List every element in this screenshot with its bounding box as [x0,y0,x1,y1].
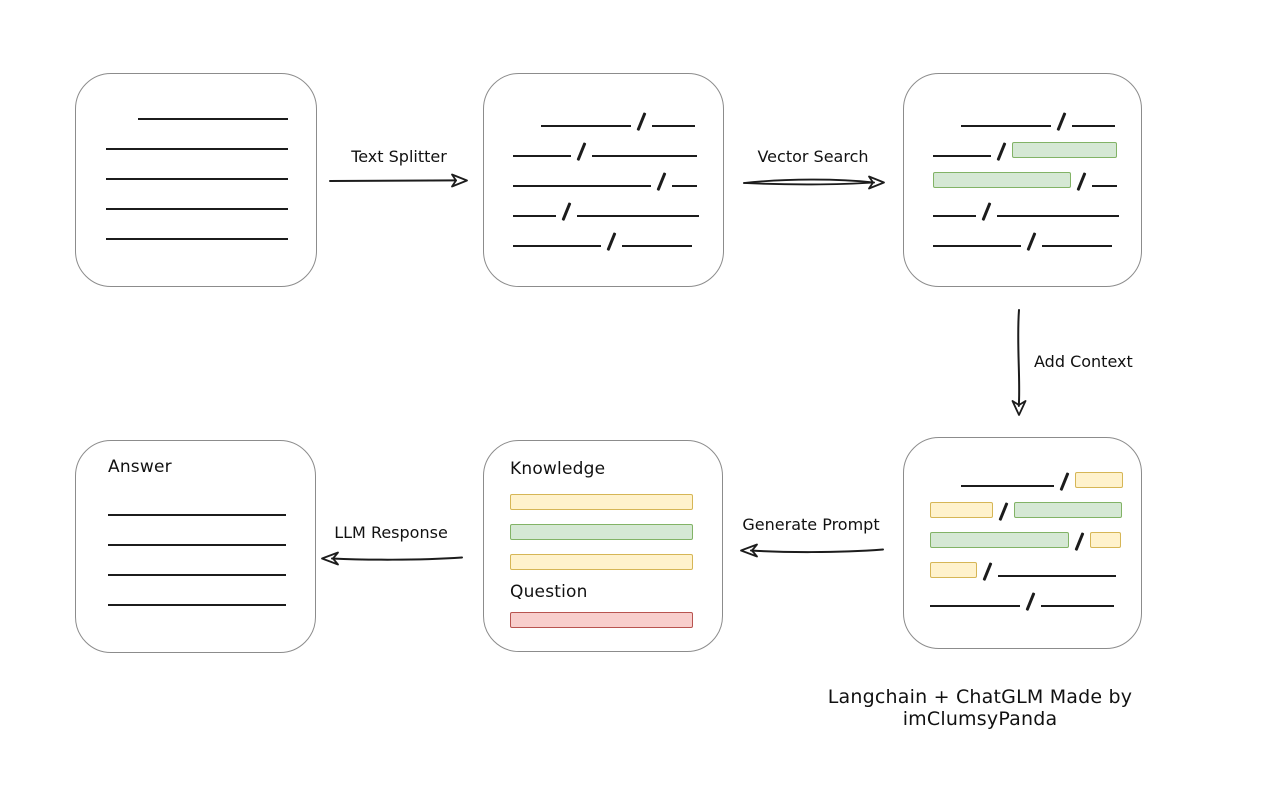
text-line [108,514,286,516]
chunk-row [933,218,1141,251]
text-line [106,148,288,150]
answer-box: Answer [75,440,316,653]
generate-prompt-label: Generate Prompt [742,515,880,534]
text-line [1041,245,1112,247]
chunk-row [108,577,315,607]
generate-prompt-arrow-icon [740,543,884,558]
text-line [108,574,286,576]
text-splitter-label: Text Splitter [351,147,447,166]
text-line [651,125,695,127]
text-line [591,155,697,157]
yellow-chunk [930,502,993,518]
split-chunks-box [483,73,724,287]
chunk-row [933,158,1141,191]
question-label: Question [510,582,588,602]
text-line [961,125,1051,127]
slash-separator [1026,232,1036,251]
text-line [108,604,286,606]
text-line [933,155,991,157]
text-line [513,215,556,217]
chunk-row [933,128,1141,161]
split-chunks-rows [484,74,723,251]
text-line [621,245,692,247]
green-chunk [933,172,1071,188]
text-line [106,178,288,180]
chunk-row [930,488,1141,521]
chunk-row [513,128,723,161]
yellow-chunk [930,562,977,578]
vector-search-label: Vector Search [757,147,869,166]
chunk-row [930,578,1141,611]
vector-search-arrow-icon [743,175,885,190]
chunk-row [933,98,1141,131]
chunk-row [108,487,315,517]
slash-separator [1025,592,1035,611]
text-line [996,215,1119,217]
llm-response-label: LLM Response [334,523,448,542]
text-line [513,245,601,247]
source-document-lines [76,74,316,241]
vector-matches-box [903,73,1142,287]
slash-separator [606,232,616,251]
context-chunks-rows [904,438,1141,611]
answer-label: Answer [108,457,172,477]
chunk-row [106,181,316,211]
chunk-row [930,518,1141,551]
text-line [513,155,571,157]
knowledge-label: Knowledge [510,459,606,479]
vector-matches-rows [904,74,1141,251]
text-line [671,185,697,187]
chunk-row [106,121,316,151]
text-line [930,605,1020,607]
question-bar-wrap [510,612,722,628]
context-chunks-box [903,437,1142,649]
green-chunk [1011,142,1117,158]
chunk-row [933,188,1141,221]
chunk-row [106,151,316,181]
diagram-caption: Langchain + ChatGLM Made by imClumsyPand… [827,686,1133,730]
chunk-row [106,91,316,121]
text-line [933,245,1021,247]
llm-response-arrow-icon [321,551,463,566]
text-line [108,544,286,546]
prompt-box: Knowledge Question [483,440,723,652]
text-line [513,185,651,187]
add-context-arrow-icon [1011,309,1027,416]
text-line [961,485,1054,487]
text-splitter-arrow-icon [329,173,468,188]
add-context-label: Add Context [1034,352,1133,371]
text-line [1040,605,1114,607]
green-chunk [1013,502,1122,518]
chunk-row [513,158,723,191]
answer-lines [108,487,315,607]
knowledge-bars [510,494,722,570]
chunk-row [930,458,1141,491]
chunk-row [513,98,723,131]
chunk-row [513,218,723,251]
source-document-box [75,73,317,287]
text-line [576,215,699,217]
text-line [933,215,976,217]
text-line [138,118,288,120]
text-line [106,238,288,240]
text-line [541,125,631,127]
green-bar [510,524,693,540]
green-chunk [930,532,1069,548]
yellow-bar [510,554,693,570]
red-bar [510,612,693,628]
chunk-row [930,548,1141,581]
chunk-row [513,188,723,221]
yellow-chunk [1074,472,1123,488]
text-line [1071,125,1115,127]
chunk-row [108,547,315,577]
text-line [1091,185,1117,187]
yellow-bar [510,494,693,510]
text-line [997,575,1116,577]
chunk-row [108,517,315,547]
yellow-chunk [1089,532,1121,548]
text-line [106,208,288,210]
chunk-row [106,211,316,241]
